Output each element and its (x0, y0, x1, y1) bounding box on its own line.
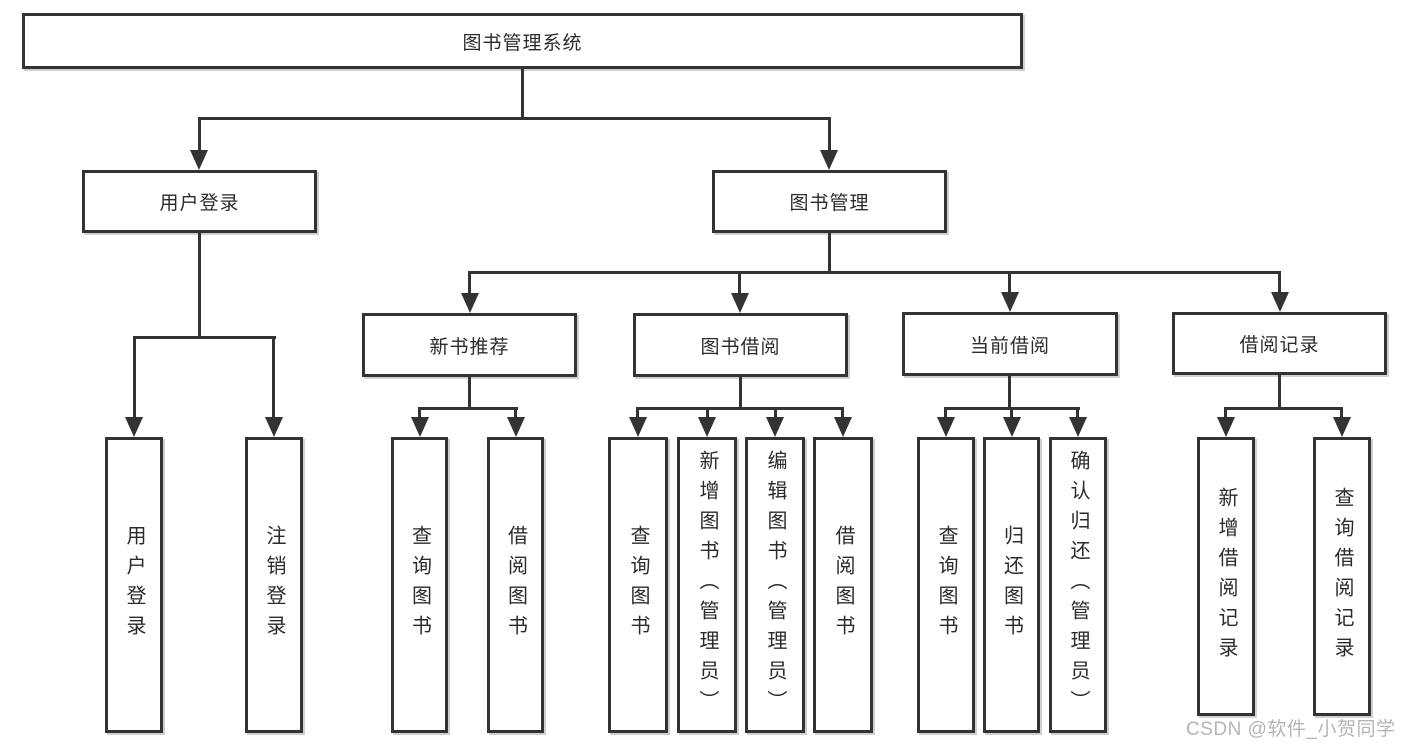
connector-line (1224, 407, 1343, 410)
connector-line (841, 407, 844, 419)
arrow-down-icon (461, 293, 479, 313)
arrow-down-icon (629, 417, 647, 437)
connector-line (774, 407, 777, 419)
node-user-login-label: 用户登录 (159, 193, 240, 214)
connector-line (133, 336, 136, 419)
arrow-down-icon (1003, 417, 1021, 437)
arrow-down-icon (190, 150, 208, 170)
connector-line (418, 407, 518, 410)
arrow-down-icon (507, 417, 525, 437)
connector-line (944, 407, 947, 419)
arrow-down-icon (834, 417, 852, 437)
leaf-add-borrow-record-label: 新增借阅记录 (1215, 486, 1237, 667)
leaf-confirm-return-admin: 确认归还（管理员） (1049, 437, 1107, 733)
node-new-book-recommend-label: 新书推荐 (429, 336, 510, 358)
connector-line (828, 233, 831, 272)
connector-line (636, 407, 844, 410)
leaf-query-borrow-record-label: 查询借阅记录 (1331, 486, 1353, 667)
arrow-down-icon (125, 417, 143, 437)
arrow-down-icon (1271, 292, 1289, 312)
arrow-down-icon (766, 417, 784, 437)
arrow-down-icon (698, 417, 716, 437)
leaf-query-books-current-label: 查询图书 (935, 525, 957, 645)
connector-line (739, 377, 742, 408)
connector-line (514, 407, 517, 419)
connector-line (1340, 407, 1343, 419)
arrow-down-icon (820, 150, 838, 170)
connector-line (828, 117, 831, 152)
connector-line (1008, 271, 1011, 296)
connector-line (133, 336, 276, 339)
connector-line (272, 336, 275, 419)
arrow-down-icon (265, 417, 283, 437)
node-book-borrow-label: 图书借阅 (700, 336, 781, 358)
leaf-confirm-return-admin-label: 确认归还（管理员） (1067, 450, 1089, 720)
node-borrow-records: 借阅记录 (1172, 312, 1387, 375)
connector-line (1076, 407, 1079, 419)
connector-line (706, 407, 709, 419)
leaf-edit-book-admin-label: 编辑图书（管理员） (764, 450, 786, 720)
leaf-user-login: 用户登录 (105, 437, 163, 733)
leaf-query-books-borrow: 查询图书 (608, 437, 668, 733)
node-library-system-label: 图书管理系统 (462, 32, 583, 54)
connector-line (1224, 407, 1227, 419)
leaf-return-book: 归还图书 (983, 437, 1040, 733)
leaf-query-borrow-record: 查询借阅记录 (1313, 437, 1371, 716)
leaf-borrow-books-recommend-label: 借阅图书 (504, 525, 527, 645)
leaf-add-book-admin: 新增图书（管理员） (677, 437, 737, 733)
connector-line (468, 271, 471, 296)
leaf-add-borrow-record: 新增借阅记录 (1197, 437, 1255, 716)
node-library-system: 图书管理系统 (22, 13, 1023, 69)
arrow-down-icon (1217, 417, 1235, 437)
connector-line (418, 407, 421, 419)
leaf-borrow-books: 借阅图书 (813, 437, 873, 733)
connector-line (198, 233, 201, 337)
arrow-down-icon (411, 417, 429, 437)
node-book-management-label: 图书管理 (789, 193, 870, 214)
node-borrow-records-label: 借阅记录 (1239, 335, 1320, 356)
leaf-query-books-recommend: 查询图书 (391, 437, 448, 733)
arrow-down-icon (937, 417, 955, 437)
leaf-logout-label: 注销登录 (263, 525, 285, 645)
leaf-edit-book-admin: 编辑图书（管理员） (745, 437, 805, 733)
leaf-query-books-recommend-label: 查询图书 (408, 525, 431, 645)
connector-line (198, 117, 201, 152)
leaf-logout: 注销登录 (245, 437, 303, 733)
watermark-text: CSDN @软件_小贺同学 (1186, 719, 1396, 740)
connector-line (636, 407, 639, 419)
leaf-add-book-admin-label: 新增图书（管理员） (696, 450, 718, 720)
leaf-borrow-books-recommend: 借阅图书 (487, 437, 544, 733)
node-book-borrow: 图书借阅 (633, 313, 848, 377)
node-new-book-recommend: 新书推荐 (362, 313, 577, 377)
connector-line (468, 377, 471, 408)
connector-line (738, 271, 741, 296)
connector-line (1010, 407, 1013, 419)
connector-line (521, 69, 524, 118)
node-book-management: 图书管理 (712, 170, 947, 233)
leaf-borrow-books-label: 借阅图书 (832, 525, 854, 645)
leaf-return-book-label: 归还图书 (1000, 525, 1023, 645)
connector-line (1008, 376, 1011, 408)
arrow-down-icon (1069, 417, 1087, 437)
leaf-user-login-label: 用户登录 (123, 525, 145, 645)
connector-line (1278, 375, 1281, 408)
arrow-down-icon (1001, 292, 1019, 312)
leaf-query-books-borrow-label: 查询图书 (627, 525, 649, 645)
node-current-borrow-label: 当前借阅 (969, 335, 1050, 357)
connector-line (468, 271, 1281, 274)
arrow-down-icon (731, 293, 749, 313)
node-user-login: 用户登录 (82, 170, 317, 233)
node-current-borrow: 当前借阅 (902, 312, 1118, 376)
arrow-down-icon (1333, 417, 1351, 437)
connector-line (198, 117, 831, 120)
connector-line (1278, 271, 1281, 296)
leaf-query-books-current: 查询图书 (917, 437, 975, 733)
